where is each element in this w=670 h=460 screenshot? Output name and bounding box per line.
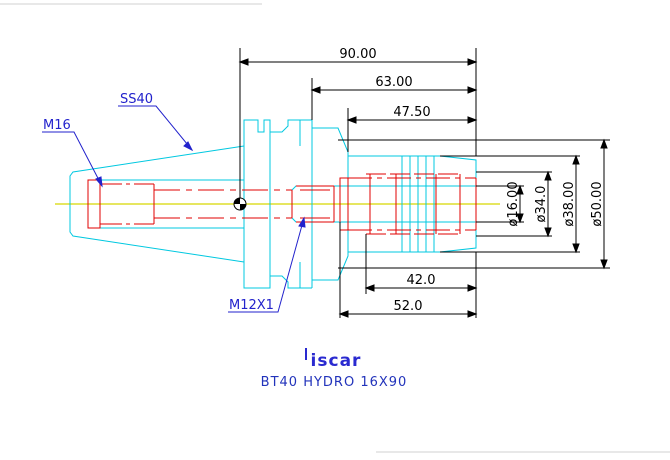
label-thread-m16: M16 — [43, 118, 71, 133]
brand-logo: iscar — [311, 351, 362, 371]
dim-total-length: 90.00 — [339, 47, 376, 62]
dim-dia-34: ø34.0 — [534, 186, 549, 223]
dim-length-47: 47.50 — [393, 105, 430, 120]
label-leaders — [42, 105, 306, 313]
label-thread-m12: M12X1 — [229, 298, 274, 313]
dim-length-52: 52.0 — [394, 299, 423, 314]
dim-dia-38: ø38.00 — [562, 181, 577, 226]
footer: iscar BT40 HYDRO 16X90 — [261, 348, 408, 390]
drawing-title: BT40 HYDRO 16X90 — [261, 375, 408, 390]
internal-section-lines — [87, 173, 477, 235]
dimension-lines — [238, 48, 610, 318]
dim-dia-50: ø50.00 — [590, 181, 605, 226]
gauge-point-symbol — [233, 197, 247, 211]
dim-length-42: 42.0 — [407, 273, 436, 288]
dim-dia-16: ø16.00 — [506, 181, 521, 226]
label-taper: SS40 — [120, 92, 153, 107]
dim-length-63: 63.00 — [375, 75, 412, 90]
